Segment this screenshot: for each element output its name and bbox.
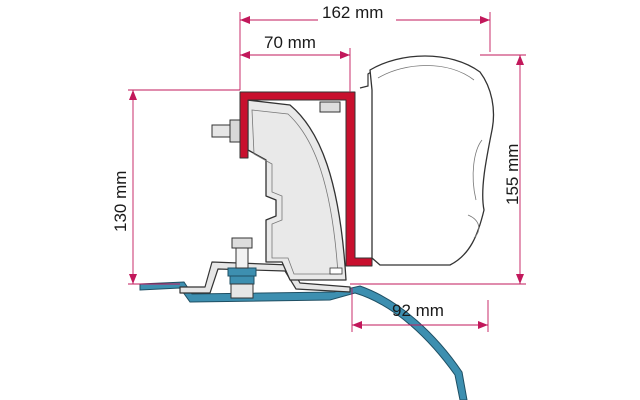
dimension-label-total-width: 162 mm — [322, 3, 383, 22]
mounting-bracket-body — [211, 99, 347, 281]
awning-cassette — [369, 55, 495, 266]
dimension-bottom-width: 92 mm — [351, 288, 489, 332]
vehicle-roof-profile — [139, 281, 468, 400]
dimension-total-width: 162 mm — [239, 2, 491, 90]
dimension-label-bracket-width: 70 mm — [264, 33, 316, 52]
dimension-bracket-width: 70 mm — [240, 33, 351, 92]
dimension-label-right-height: 155 mm — [503, 144, 522, 205]
dimension-label-bottom-width: 92 mm — [392, 301, 444, 320]
dimension-left-height: 130 mm — [111, 89, 240, 285]
roof-rail-adapter — [179, 261, 351, 294]
roof-clamp — [227, 237, 257, 299]
dimension-right-height: 155 mm — [350, 54, 526, 285]
dimension-label-left-height: 130 mm — [111, 171, 130, 232]
